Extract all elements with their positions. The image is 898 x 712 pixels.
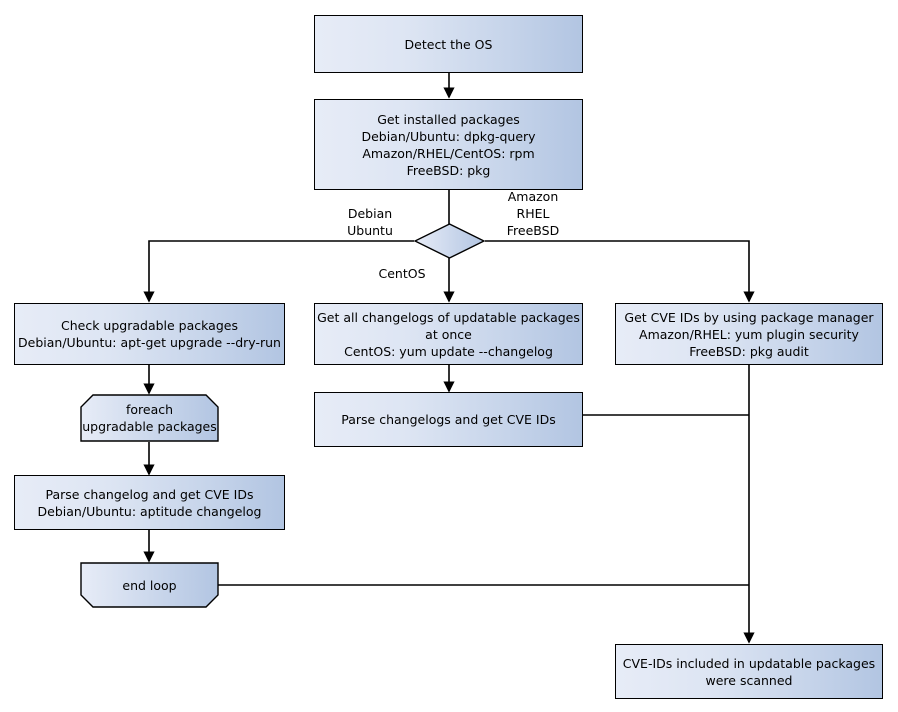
node-get-all-changelogs-label: Get all changelogs of updatable packages… (317, 309, 580, 359)
node-detect-os-label: Detect the OS (404, 36, 493, 52)
node-detect-os[interactable]: Detect the OS (314, 15, 583, 73)
edge-decision-right (485, 240, 755, 303)
node-result-scanned[interactable]: CVE-IDs included in updatable packages w… (615, 644, 883, 699)
node-get-installed-packages-label: Get installed packages Debian/Ubuntu: dp… (361, 111, 536, 178)
node-check-upgradable-packages-label: Check upgradable packages Debian/Ubuntu:… (18, 318, 281, 350)
edge-decision-left (143, 240, 414, 303)
node-foreach-loop-start[interactable]: foreach upgradable packages (80, 394, 219, 442)
loop-end-shape (80, 562, 219, 608)
node-check-upgradable-packages[interactable]: Check upgradable packages Debian/Ubuntu:… (14, 303, 285, 365)
node-result-scanned-label: CVE-IDs included in updatable packages w… (622, 655, 876, 688)
node-parse-changelogs-multi[interactable]: Parse changelogs and get CVE IDs (314, 392, 583, 447)
node-get-cve-ids-package-manager-label: Get CVE IDs by using package manager Ama… (624, 309, 874, 359)
decision-diamond-shape (413, 223, 486, 259)
node-get-all-changelogs[interactable]: Get all changelogs of updatable packages… (314, 303, 583, 365)
node-get-installed-packages[interactable]: Get installed packages Debian/Ubuntu: dp… (314, 99, 583, 190)
node-os-decision[interactable] (413, 223, 486, 259)
node-parse-changelog-single-label: Parse changelog and get CVE IDs Debian/U… (37, 486, 262, 519)
node-foreach-loop-start-label: foreach upgradable packages (82, 402, 217, 434)
node-get-cve-ids-package-manager[interactable]: Get CVE IDs by using package manager Ama… (615, 303, 883, 365)
edge-label-debian-ubuntu: Debian Ubuntu (347, 206, 393, 238)
node-parse-changelogs-multi-label: Parse changelogs and get CVE IDs (341, 412, 556, 427)
loop-start-shape (80, 394, 219, 442)
edge-label-amazon-rhel-freebsd: Amazon RHEL FreeBSD (506, 189, 560, 238)
node-end-loop[interactable]: end loop (80, 562, 219, 608)
node-end-loop-label: end loop (122, 577, 177, 593)
edge-label-centos: CentOS (378, 266, 426, 281)
node-parse-changelog-single[interactable]: Parse changelog and get CVE IDs Debian/U… (14, 475, 285, 530)
